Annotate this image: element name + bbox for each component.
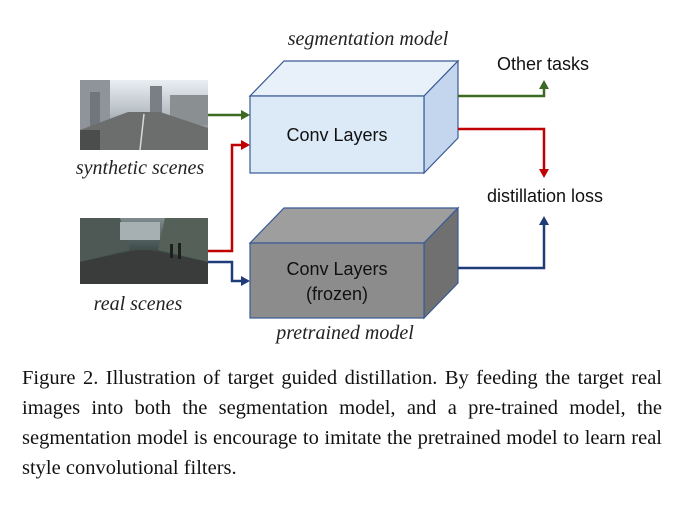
pre-box-front [249, 242, 425, 319]
red-arrow-seg-to-distillation [458, 127, 549, 178]
seg-box-front [249, 95, 425, 174]
green-arrow-seg-to-other-tasks [458, 80, 549, 98]
synthetic-scene-image [80, 80, 208, 151]
seg-box-label: Conv Layers [286, 125, 387, 145]
pre-box-top [248, 207, 460, 244]
synthetic-scenes-label: synthetic scenes [76, 157, 204, 179]
figure-caption: Figure 2. Illustration of target guided … [22, 367, 662, 479]
pre-box-label-line1: Conv Layers [286, 259, 387, 279]
distillation-loss-label: distillation loss [487, 186, 603, 206]
other-tasks-label: Other tasks [497, 54, 589, 74]
real-scenes-label: real scenes [94, 293, 183, 315]
real-scene-image [80, 218, 208, 284]
blue-arrow-pretrained-to-distillation [458, 216, 549, 270]
red-arrow-real-to-seg [208, 140, 250, 253]
seg-box-top [248, 60, 460, 97]
segmentation-model-label: segmentation model [288, 28, 449, 50]
blue-arrow-real-to-pretrained [208, 260, 250, 286]
pretrained-model-box: Conv Layers (frozen) [248, 206, 460, 320]
green-arrow-synthetic-to-seg [208, 110, 250, 120]
pretrained-model-label: pretrained model [274, 322, 414, 344]
segmentation-model-box: Conv Layers [248, 59, 460, 175]
pre-box-label-line2: (frozen) [306, 284, 368, 304]
